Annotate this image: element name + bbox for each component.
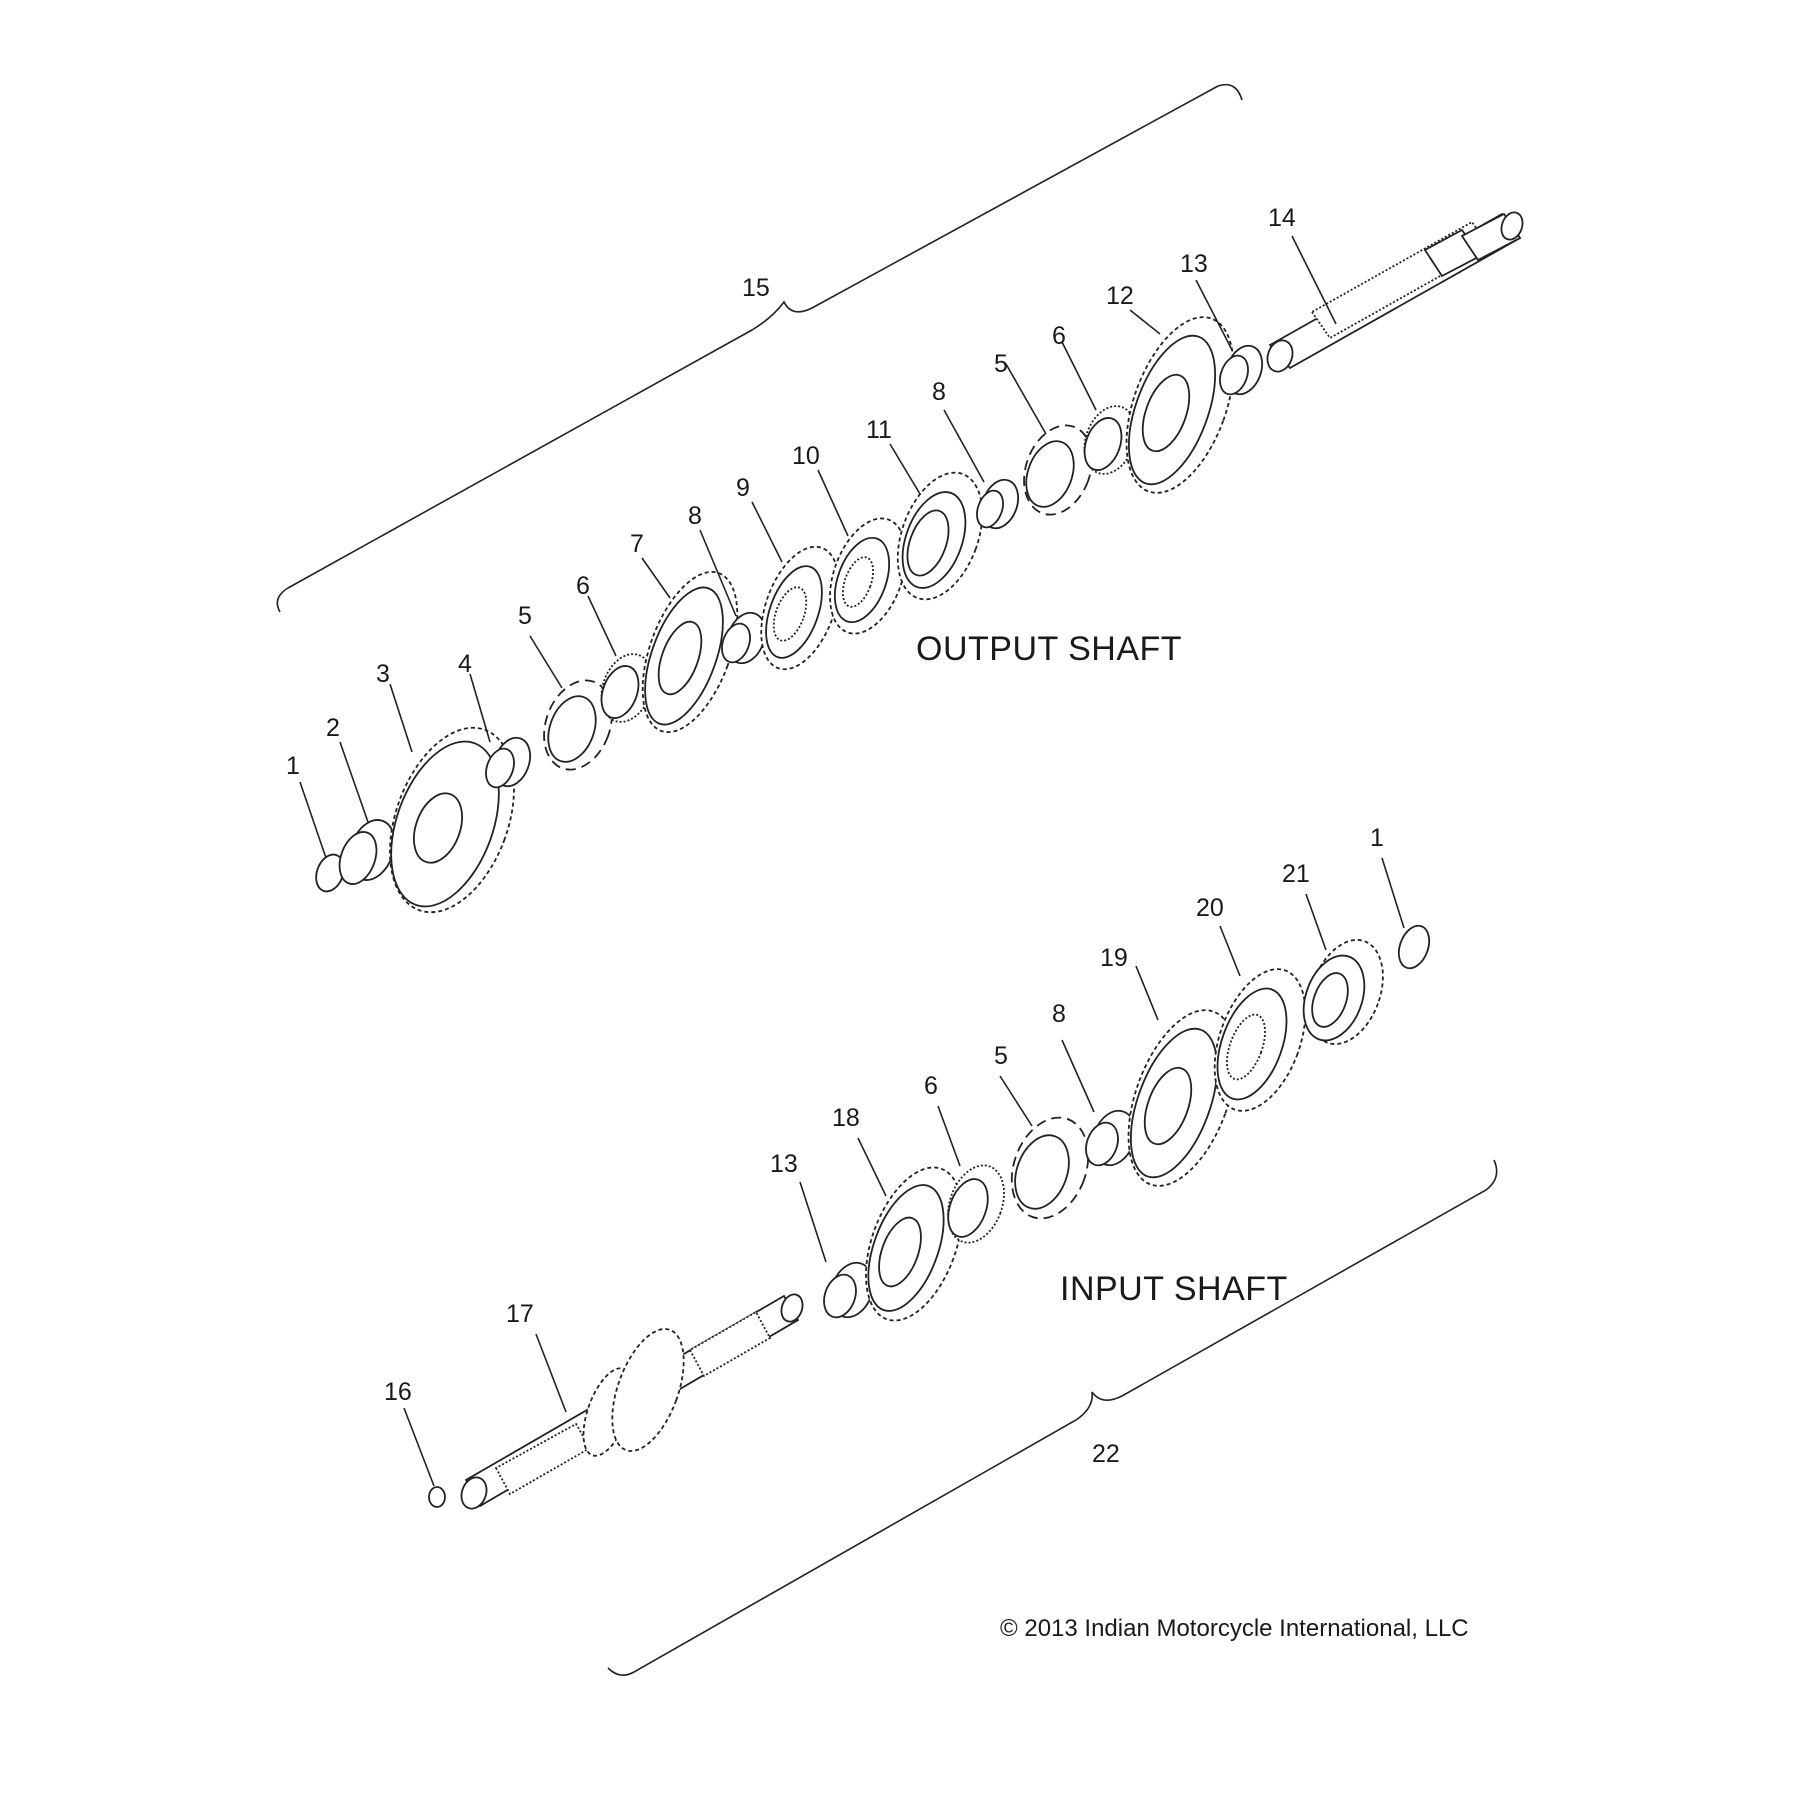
- needle-bearing-part: [1083, 405, 1137, 475]
- copyright-notice: © 2013 Indian Motorcycle International, …: [1000, 1615, 1469, 1642]
- output-shaft-part: [1266, 211, 1524, 373]
- output-shaft-bracket: [276, 83, 1243, 613]
- callout-15: 15: [742, 274, 770, 302]
- callout-16: 16: [384, 1378, 412, 1406]
- bushing-part: [1085, 1109, 1136, 1167]
- callout-12: 12: [1106, 282, 1134, 310]
- callout-22: 22: [1092, 1440, 1120, 1468]
- shift-dog-part: [1010, 1116, 1090, 1220]
- callout-6: 6: [1052, 322, 1066, 350]
- callout-8: 8: [932, 378, 946, 406]
- callout-21: 21: [1282, 860, 1310, 888]
- output-shaft-title: OUTPUT SHAFT: [916, 630, 1182, 668]
- callout-7: 7: [630, 530, 644, 558]
- callout-13: 13: [1180, 250, 1208, 278]
- needle-bearing-part: [600, 653, 654, 723]
- callout-13: 13: [770, 1150, 798, 1178]
- callout-5: 5: [994, 1042, 1008, 1070]
- callout-20: 20: [1196, 894, 1224, 922]
- callout-2: 2: [326, 714, 340, 742]
- callout-4: 4: [458, 650, 472, 678]
- gear-part: [1302, 939, 1384, 1045]
- gear-part: [641, 570, 739, 734]
- callout-5: 5: [518, 602, 532, 630]
- callout-1: 1: [1370, 824, 1384, 852]
- callout-1: 1: [286, 752, 300, 780]
- shift-dog-part: [1023, 424, 1093, 516]
- callout-8: 8: [688, 502, 702, 530]
- gear-part: [1127, 1009, 1237, 1187]
- callout-5: 5: [994, 350, 1008, 378]
- input-shaft-title: INPUT SHAFT: [1060, 1270, 1288, 1308]
- gear-part: [1125, 316, 1235, 494]
- callout-9: 9: [736, 474, 750, 502]
- bushing-part: [721, 611, 767, 665]
- gear-part: [829, 517, 907, 635]
- callout-18: 18: [832, 1104, 860, 1132]
- bearing-part: [485, 736, 532, 789]
- callout-11: 11: [866, 416, 892, 444]
- plug-part: [428, 1486, 446, 1508]
- input-shaft-part: [460, 1293, 804, 1510]
- input-shaft-parts: [428, 924, 1431, 1510]
- gear-part: [896, 471, 984, 601]
- gear-part: [865, 1166, 963, 1322]
- bushing-part: [976, 478, 1020, 530]
- callout-10: 10: [792, 442, 820, 470]
- gear-part: [760, 545, 840, 671]
- callout-8: 8: [1052, 1000, 1066, 1028]
- output-shaft-parts: [315, 211, 1524, 914]
- leader-lines: [299, 235, 1405, 1487]
- gear-part: [389, 726, 515, 914]
- callout-3: 3: [376, 660, 390, 688]
- callout-14: 14: [1268, 204, 1296, 232]
- callout-6: 6: [576, 572, 590, 600]
- needle-bearing-part: [947, 1164, 1005, 1244]
- callout-6: 6: [924, 1072, 938, 1100]
- circlip-part: [1397, 924, 1431, 970]
- gear-part: [1213, 968, 1307, 1112]
- input-shaft-bracket: [607, 1159, 1498, 1676]
- callout-17: 17: [506, 1300, 534, 1328]
- callout-numbers: 15 14 13 12 6 5 8 11 10 9 8 7 6 5 4 3 2 …: [286, 204, 1384, 1468]
- callout-19: 19: [1100, 944, 1128, 972]
- shift-dog-part: [543, 679, 613, 771]
- bearing-part: [1219, 344, 1264, 396]
